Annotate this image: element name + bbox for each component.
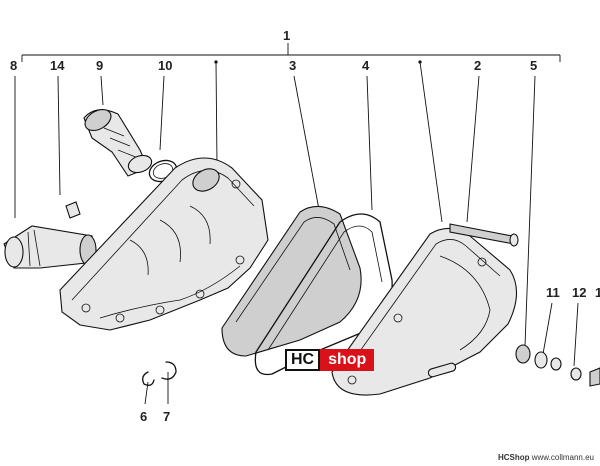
leader-lines [14, 60, 579, 405]
callout-6: 6 [140, 409, 147, 424]
callout-7: 7 [163, 409, 170, 424]
callout-4: 4 [362, 58, 370, 73]
callout-8: 8 [10, 58, 17, 73]
callout-1: 1 [283, 28, 290, 43]
footer-site: www.collmann.eu [531, 453, 594, 462]
callout-12: 12 [572, 285, 586, 300]
part-9-elbow-hose [83, 108, 153, 177]
callout-9: 9 [96, 58, 103, 73]
parts-5-11-12-fasteners [515, 344, 600, 387]
callout-10: 10 [158, 58, 172, 73]
part-2-housing-cover [331, 223, 519, 396]
callout-3: 3 [289, 58, 296, 73]
callout-2: 2 [474, 58, 481, 73]
hcshop-logo: HC shop [285, 349, 375, 371]
part-8-intake-duct [3, 225, 97, 269]
callout-cut: 1 [595, 285, 600, 300]
footer-credit: HCShop www.collmann.eu [498, 453, 594, 462]
part-14-clip [65, 201, 81, 219]
callout-14: 14 [50, 58, 65, 73]
logo-shop: shop [320, 349, 375, 371]
callout-5: 5 [530, 58, 537, 73]
footer-brand: HCShop [497, 453, 530, 462]
logo-hc: HC [285, 349, 321, 371]
assembly-bracket [21, 43, 561, 62]
callout-11: 11 [546, 285, 560, 300]
parts-6-7-clips [142, 361, 177, 386]
air-filter-housing [59, 157, 269, 331]
